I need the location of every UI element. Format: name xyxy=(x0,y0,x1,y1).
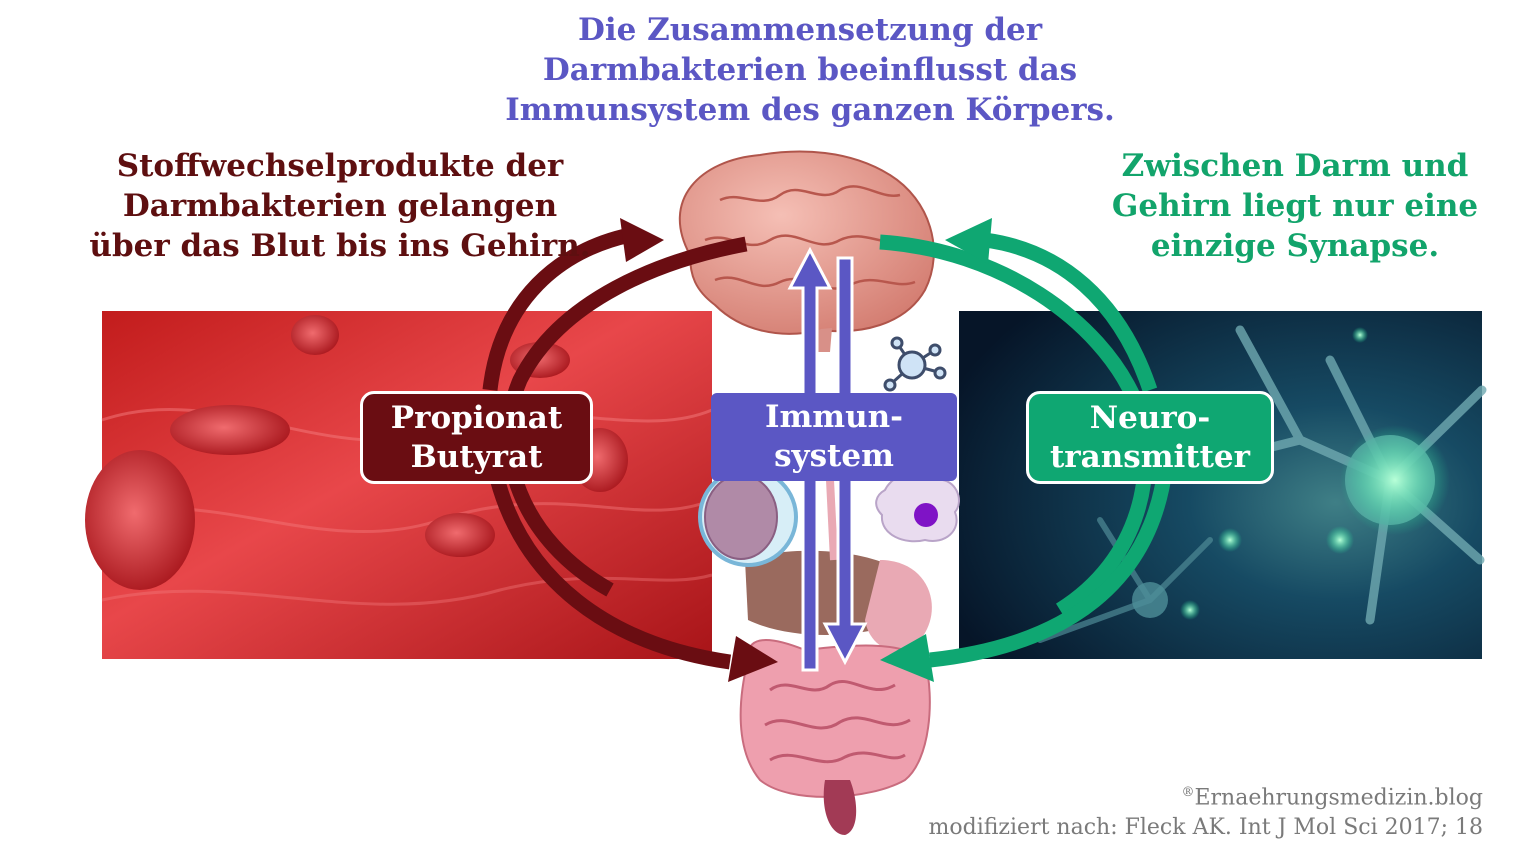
arrow-head-icon xyxy=(945,218,992,264)
arrow-head-icon xyxy=(880,634,934,682)
credit-site-text: Ernaehrungsmedizin.blog xyxy=(1194,785,1483,811)
main-heading-line: Immunsystem des ganzen Körpers. xyxy=(505,92,1115,128)
red-blood-cell xyxy=(85,450,195,590)
synapse-glow xyxy=(1340,425,1450,535)
left-heading: Stoffwechselprodukte der Darmbakterien g… xyxy=(60,146,620,266)
left-heading-line: Darmbakterien gelangen xyxy=(122,188,558,224)
metabolite-arrows xyxy=(482,227,748,670)
credit-source: modifiziert nach: Fleck AK. Int J Mol Sc… xyxy=(928,815,1483,841)
right-heading-line: Zwischen Darm und xyxy=(1121,148,1469,184)
red-blood-cell xyxy=(170,405,290,455)
lymphocyte-icon xyxy=(698,467,798,567)
red-blood-cell xyxy=(425,513,495,557)
neuron-image xyxy=(959,311,1487,659)
molecule-icon xyxy=(883,336,947,392)
arrow-head-icon xyxy=(620,218,664,262)
intestine-icon xyxy=(739,479,932,835)
registered-mark: ® xyxy=(1181,785,1195,800)
main-heading: Die Zusammensetzung der Darmbakterien be… xyxy=(440,10,1180,130)
right-heading: Zwischen Darm und Gehirn liegt nur eine … xyxy=(1085,146,1505,266)
left-heading-line: über das Blut bis ins Gehirn. xyxy=(89,228,591,264)
macrophage-icon xyxy=(875,471,960,543)
credit-site: ®Ernaehrungsmedizin.blog xyxy=(929,778,1483,813)
left-heading-line: Stoffwechselprodukte der xyxy=(116,148,564,184)
immunsystem-label: Immun- system xyxy=(711,393,957,481)
credits: ®Ernaehrungsmedizin.blog modifiziert nac… xyxy=(929,778,1483,843)
arrow-head-icon xyxy=(728,636,778,682)
neurotransmitter-label: Neuro- transmitter xyxy=(1026,391,1274,484)
main-heading-line: Die Zusammensetzung der xyxy=(577,12,1043,48)
red-blood-cell xyxy=(291,315,339,355)
right-heading-line: Gehirn liegt nur eine xyxy=(1111,188,1479,224)
right-heading-line: einzige Synapse. xyxy=(1150,228,1440,264)
propionat-butyrat-label: Propionat Butyrat xyxy=(360,391,593,484)
blood-vessel-image xyxy=(85,311,713,659)
main-heading-line: Darmbakterien beeinflusst das xyxy=(542,52,1078,88)
